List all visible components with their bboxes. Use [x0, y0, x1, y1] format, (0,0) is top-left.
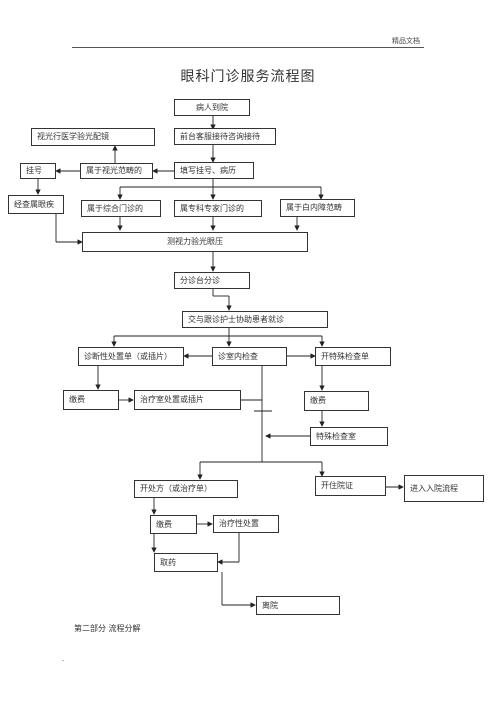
node-pay2: 缴费	[304, 391, 369, 411]
node-triage: 分诊台分诊	[174, 272, 250, 289]
node-admission: 开住院证	[315, 476, 386, 496]
node-check-eye: 经查属眼疾	[8, 195, 64, 214]
node-cataract: 属于白内障范畴	[280, 199, 355, 217]
node-get-medicine: 取药	[154, 553, 218, 572]
node-front-desk: 前台客服接待咨询接待	[174, 128, 276, 145]
footer-mark: .	[62, 655, 65, 663]
node-fill-register: 填写挂号、病历	[174, 162, 254, 179]
node-treatment-room: 治疗室处置或插片	[134, 390, 241, 410]
node-clinic-exam: 诊室内检查	[212, 347, 287, 366]
node-specialist: 属专科专家门诊的	[174, 200, 262, 217]
node-nurse-assist: 交与跟诊护士协助患者就诊	[182, 311, 328, 328]
node-special-room: 特殊检查室	[310, 427, 388, 446]
page-title: 眼科门诊服务流程图	[180, 69, 316, 85]
node-general: 属于综合门诊的	[81, 200, 161, 217]
header-rule	[72, 47, 424, 48]
node-special-sheet: 开特殊检查单	[315, 347, 391, 366]
node-prescription: 开处方（或治疗单）	[134, 480, 238, 498]
node-vision-test: 测视力验光眼压	[82, 232, 308, 252]
node-arrive: 病人到院	[174, 99, 250, 116]
node-optometry: 视光行医学验光配镜	[31, 128, 155, 146]
node-therapy: 治疗性处置	[213, 515, 279, 533]
node-leave: 离院	[256, 596, 340, 615]
section-heading: 第二部分 流程分解	[74, 624, 141, 633]
node-diag-sheet: 诊断性处置单（或插片）	[78, 347, 184, 366]
node-pay1: 缴费	[63, 390, 119, 410]
node-inpatient: 进入入院流程	[404, 475, 484, 502]
header-label: 精品文档	[392, 37, 420, 45]
node-pay3: 缴费	[150, 515, 197, 534]
node-belongs-optometry: 属于视光范畴的	[80, 163, 153, 179]
node-register: 挂号	[20, 163, 56, 179]
